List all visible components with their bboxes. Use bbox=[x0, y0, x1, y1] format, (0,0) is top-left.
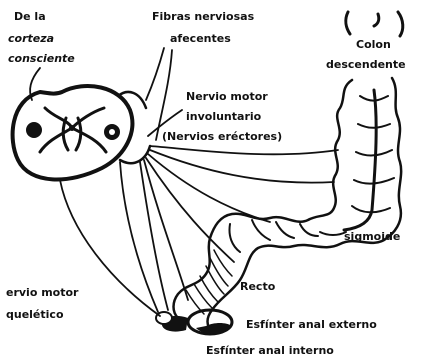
skeletal-motor-label-line1: ervio motor bbox=[6, 286, 79, 299]
afferent-label-line2: afecentes bbox=[170, 32, 231, 45]
internal-sphincter-label: Esfínter anal interno bbox=[206, 344, 334, 357]
cortex-label-line3: consciente bbox=[8, 52, 75, 65]
colon-top-marks bbox=[346, 12, 403, 36]
rectum-label: Recto bbox=[240, 280, 276, 293]
motor-label-line1: Nervio motor bbox=[186, 90, 268, 103]
motor-label-line2: involuntario bbox=[186, 110, 262, 123]
external-sphincter-label: Esfínter anal externo bbox=[246, 318, 377, 331]
spinal-cord-section bbox=[13, 86, 150, 179]
cortex-label-line1: De la bbox=[14, 10, 46, 23]
colon-label-line2: descendente bbox=[326, 58, 406, 71]
labels: De la corteza consciente Fibras nerviosa… bbox=[6, 10, 406, 357]
afferent-label-line1: Fibras nerviosas bbox=[152, 10, 255, 23]
colon-label-line1: Colon bbox=[356, 38, 391, 51]
motor-label-line3: (Nervios eréctores) bbox=[162, 130, 282, 143]
skeletal-motor-label-line2: quelético bbox=[6, 308, 64, 321]
cortex-label-line2: corteza bbox=[8, 32, 54, 45]
sigmoid-label: sigmoide bbox=[344, 230, 400, 243]
